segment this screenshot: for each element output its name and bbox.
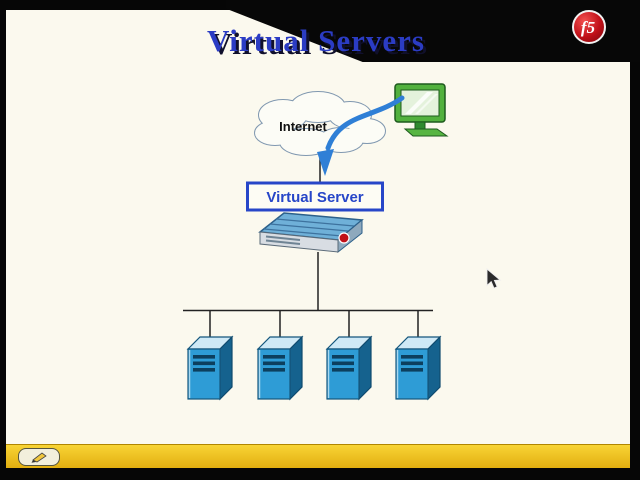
slide-title: Virtual Servers: [207, 23, 425, 58]
annotation-toolbar: [6, 444, 630, 468]
f5-logo-icon: f5: [572, 10, 606, 44]
slide-background: [6, 10, 630, 468]
f5-logo-text: f5: [580, 17, 596, 37]
annotation-pen-button[interactable]: [18, 448, 60, 466]
pencil-icon: [31, 452, 47, 463]
